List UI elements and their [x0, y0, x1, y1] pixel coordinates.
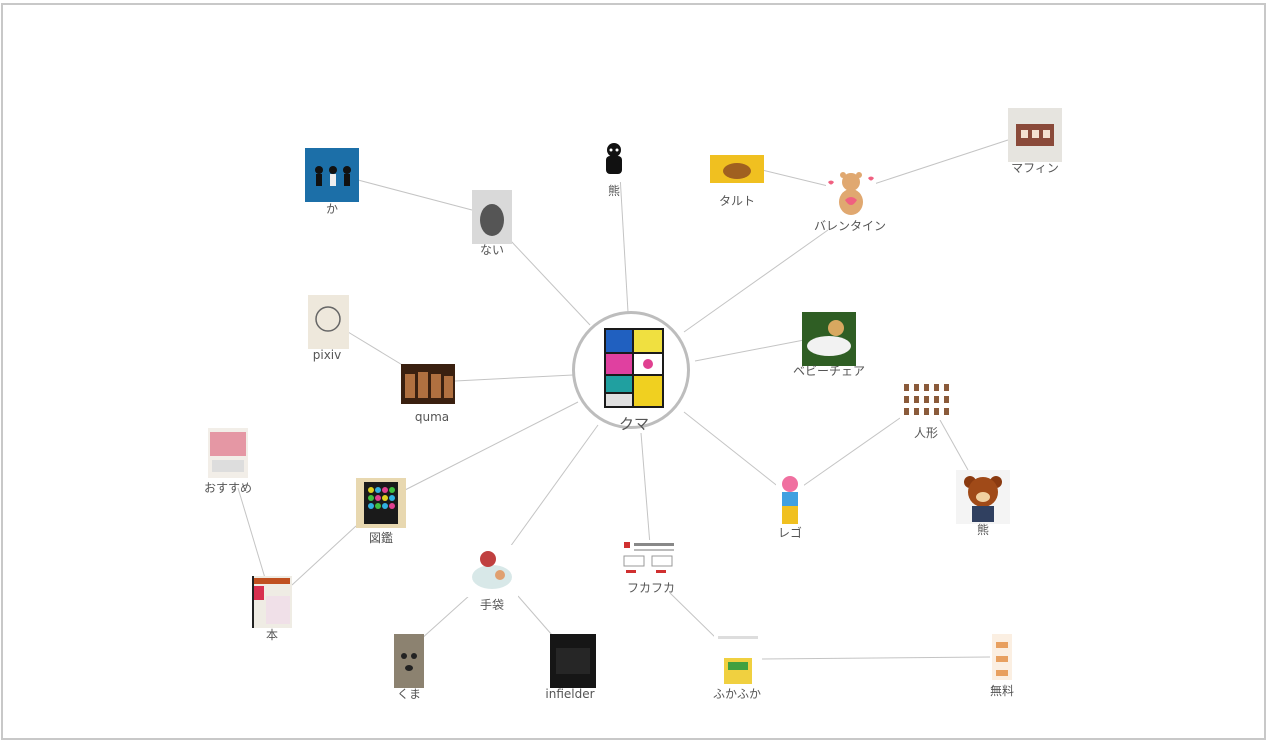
node-label: か: [325, 202, 339, 216]
node-fukafuka-kata-thumbnail[interactable]: [622, 540, 678, 576]
edge: [669, 592, 719, 641]
people-image: [315, 166, 351, 186]
valentine-bear-image: [828, 172, 874, 215]
edge: [454, 374, 574, 382]
bear-mascot-image: [956, 470, 1010, 524]
node-lego-thumbnail[interactable]: [776, 474, 804, 526]
tart-image: [710, 155, 764, 183]
node-label: 図鑑: [368, 531, 394, 545]
node-label: ふかふか: [712, 687, 762, 701]
center-thumbnail[interactable]: [604, 328, 664, 408]
bear-figures-image: [401, 364, 455, 404]
node-label: 人形: [913, 426, 939, 440]
edge: [347, 331, 405, 367]
node-label: 手袋: [479, 598, 505, 612]
node-kuma-hira-thumbnail[interactable]: [394, 634, 424, 688]
bear-sketch-image: [472, 190, 512, 244]
edge: [799, 417, 901, 489]
edge: [357, 179, 473, 211]
baby-chair-image: [802, 312, 856, 366]
edge: [683, 411, 781, 489]
node-label: おすすめ: [203, 481, 253, 495]
node-ka-thumbnail[interactable]: [305, 148, 359, 202]
node-label: くま: [396, 687, 422, 701]
edge: [517, 595, 553, 636]
node-ningyo-thumbnail[interactable]: [900, 380, 954, 420]
node-tart-thumbnail[interactable]: [710, 155, 764, 183]
edge: [640, 432, 651, 546]
node-label: ない: [479, 243, 505, 257]
glove-bear-image: [472, 551, 512, 589]
dolls-grid-image: [904, 384, 949, 415]
node-babychair-thumbnail[interactable]: [802, 312, 856, 366]
node-label: 熊: [976, 523, 990, 537]
flyer-image: [718, 636, 758, 684]
node-quma-thumbnail[interactable]: [401, 364, 455, 404]
node-label: 熊: [607, 184, 621, 198]
document-image: [623, 542, 674, 573]
node-kuma-right-thumbnail[interactable]: [956, 470, 1010, 524]
node-pixiv-thumbnail[interactable]: [308, 295, 349, 349]
bear-drawing-image: [606, 143, 622, 174]
node-label: レゴ: [777, 526, 803, 540]
edge: [291, 525, 357, 586]
node-label: バレンタイン: [813, 219, 887, 233]
book-image: [252, 576, 292, 628]
muffin-image: [1008, 108, 1062, 162]
edge: [237, 487, 266, 579]
edge: [873, 139, 1009, 185]
dark-photo-image: [550, 634, 596, 688]
node-label: ベビーチェア: [792, 364, 866, 378]
edge: [939, 419, 969, 471]
node-zukan-thumbnail[interactable]: [356, 478, 406, 528]
node-osusume-thumbnail[interactable]: [208, 428, 248, 478]
node-tebukuro-thumbnail[interactable]: [466, 545, 518, 597]
bear-face-image: [394, 634, 424, 688]
node-hon-thumbnail[interactable]: [252, 576, 292, 628]
edge: [683, 229, 829, 333]
edge: [509, 239, 591, 326]
tall-flyer-image: [992, 634, 1012, 680]
node-label: infielder: [545, 687, 595, 701]
center-artwork-image: [604, 328, 664, 408]
node-label: pixiv: [312, 348, 342, 362]
center-label: クマ: [618, 415, 650, 433]
node-label: タルト: [718, 194, 756, 208]
node-kuma-top-thumbnail[interactable]: [596, 140, 632, 182]
edge: [509, 424, 599, 548]
lego-bear-image: [782, 476, 798, 524]
sketch-image: [308, 295, 349, 349]
node-muryo-thumbnail[interactable]: [990, 630, 1014, 684]
edge: [404, 401, 579, 491]
node-label: 無料: [989, 684, 1015, 698]
node-infielder-thumbnail[interactable]: [550, 634, 596, 688]
edge: [419, 594, 471, 641]
edge: [694, 339, 805, 362]
node-label: フカフカ: [626, 581, 676, 595]
node-fukafuka-hira-thumbnail[interactable]: [714, 632, 762, 686]
node-label: quma: [414, 410, 450, 424]
node-nai-thumbnail[interactable]: [472, 190, 512, 244]
edge: [619, 174, 629, 313]
edge: [761, 656, 991, 660]
edge: [761, 169, 829, 187]
book-cover-image: [208, 428, 248, 478]
node-label: 本: [265, 628, 279, 642]
encyclopedia-image: [356, 478, 406, 528]
node-valentine-thumbnail[interactable]: [826, 168, 876, 218]
node-muffin-thumbnail[interactable]: [1008, 108, 1062, 162]
node-label: マフィン: [1011, 161, 1059, 175]
